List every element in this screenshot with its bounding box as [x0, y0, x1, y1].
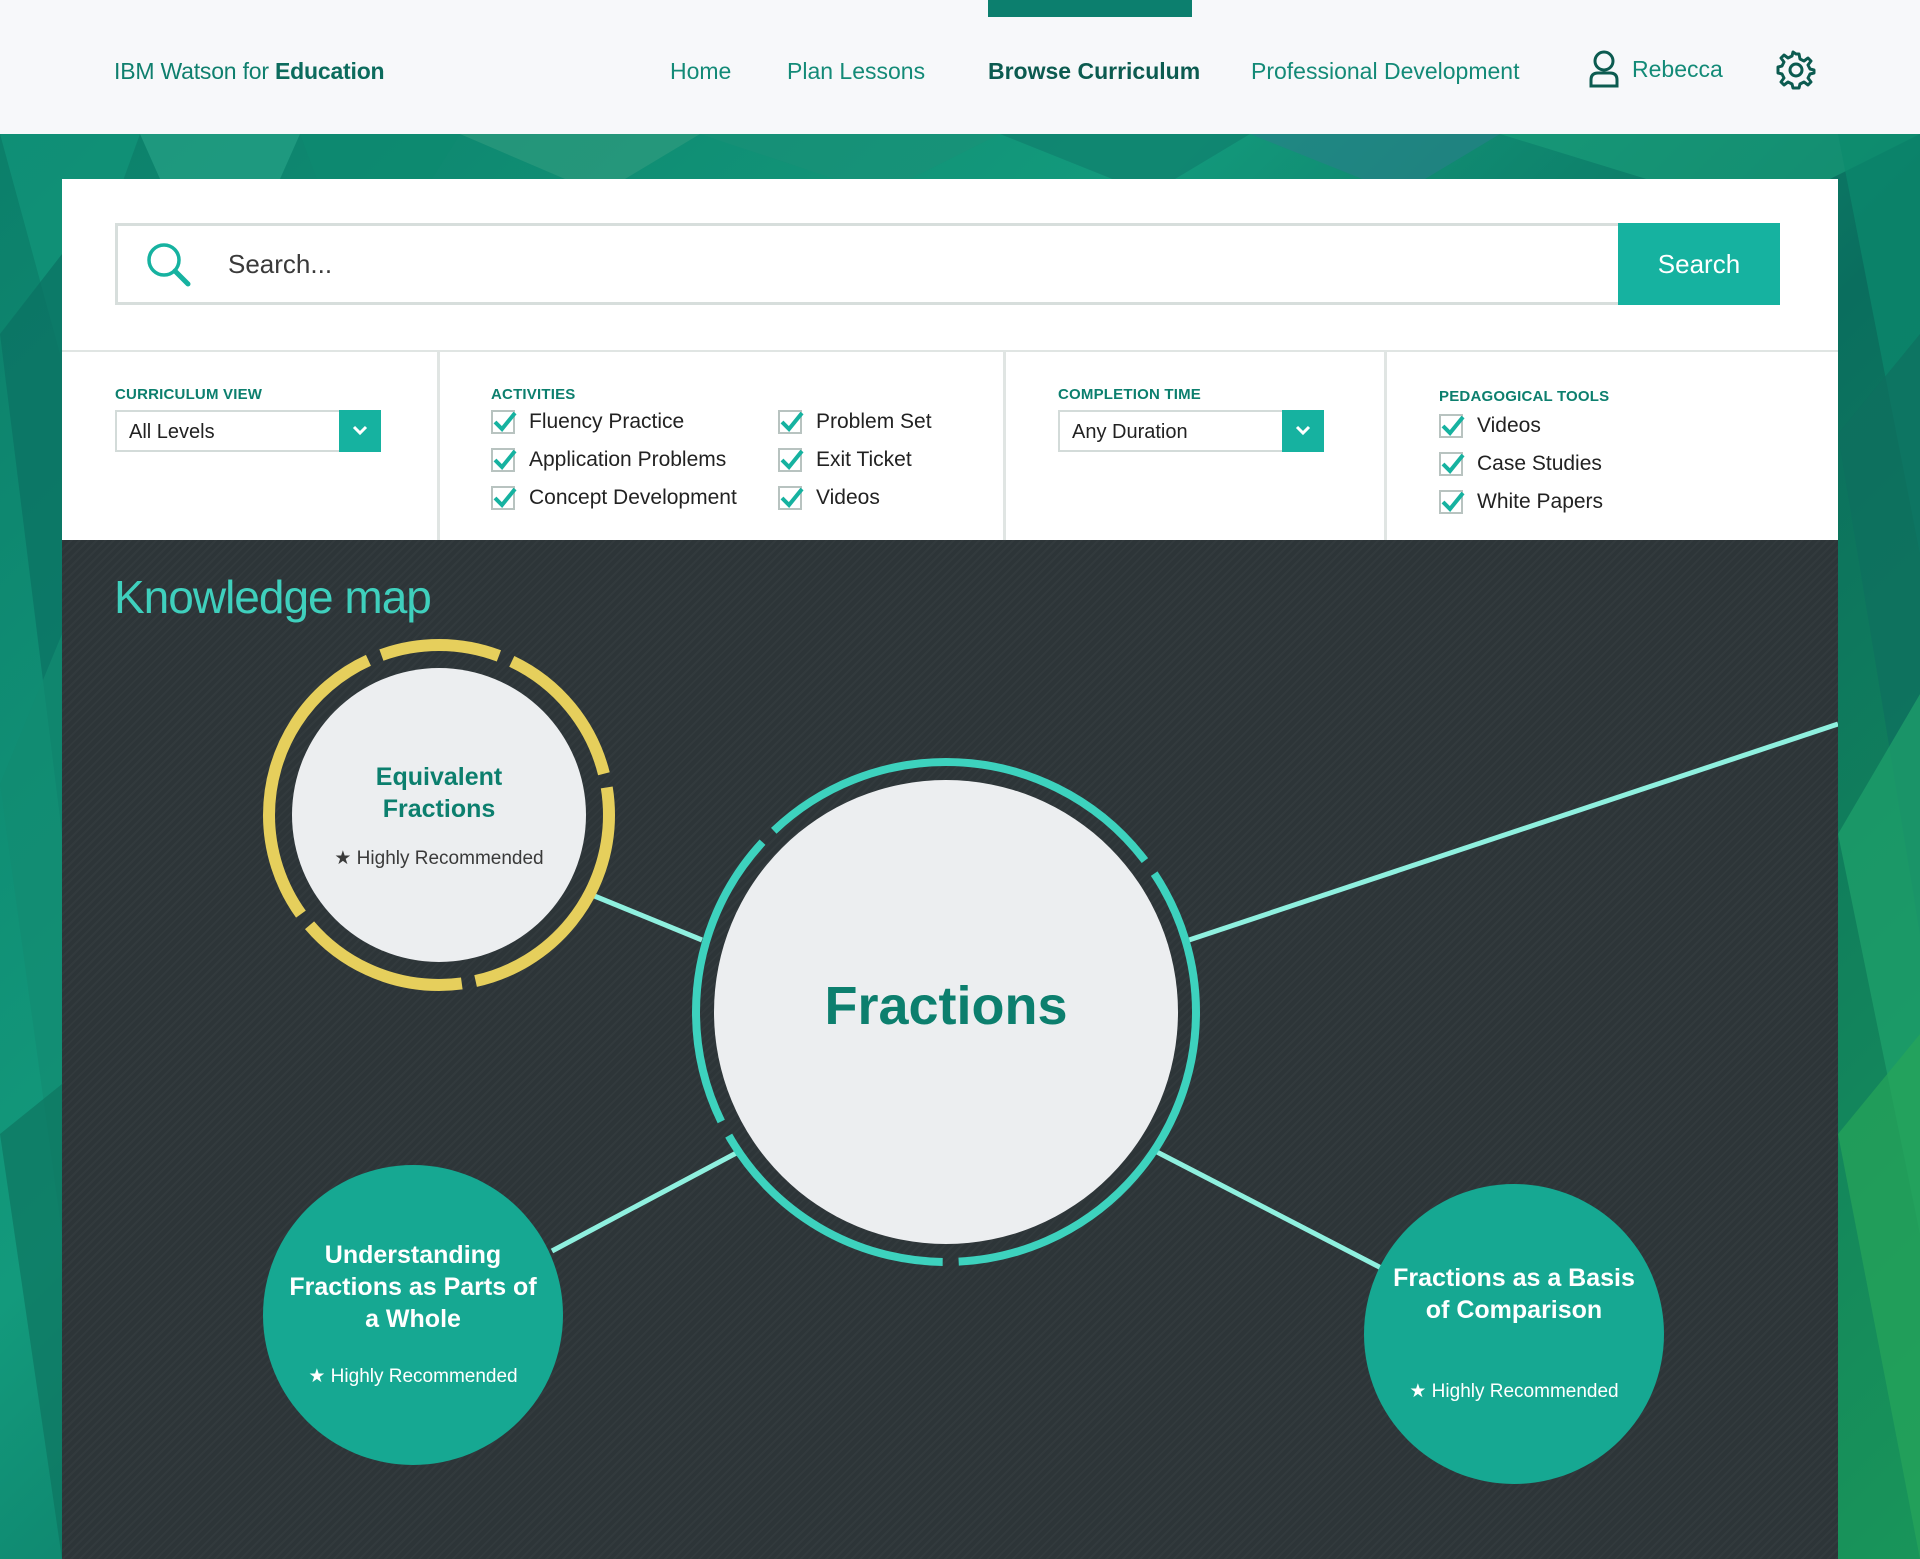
- checkbox-label: Problem Set: [816, 410, 932, 433]
- node-center-title: Fractions: [824, 976, 1068, 1036]
- node-equivalent-badge: ★ Highly Recommended: [334, 848, 544, 869]
- checkbox-case-studies[interactable]: Case Studies: [1439, 452, 1602, 476]
- checkbox-fluency-practice[interactable]: Fluency Practice: [491, 410, 684, 434]
- filters-panel: CURRICULUM VIEW All Levels ACTIVITIES Fl…: [62, 350, 1838, 542]
- checkbox[interactable]: [491, 448, 517, 472]
- nav-browse-curriculum[interactable]: Browse Curriculum: [988, 58, 1201, 84]
- filter-divider: [1003, 352, 1006, 542]
- checkbox[interactable]: [778, 486, 804, 510]
- node-parts-of-whole-title: Understanding Fractions as Parts of a Wh…: [289, 1241, 537, 1333]
- knowledge-map: Knowledge map: [62, 540, 1838, 1559]
- checkbox[interactable]: [491, 486, 517, 510]
- checkbox-application-problems[interactable]: Application Problems: [491, 448, 726, 472]
- checkbox-label: Videos: [816, 486, 880, 509]
- checkbox-label: Application Problems: [529, 448, 727, 471]
- checkbox[interactable]: [1439, 414, 1465, 438]
- checkbox-label: White Papers: [1477, 490, 1604, 513]
- checkbox[interactable]: [491, 410, 517, 434]
- user-menu[interactable]: Rebecca: [1588, 50, 1723, 88]
- checkbox-videos-activity[interactable]: Videos: [778, 486, 880, 510]
- checkbox-videos-tool[interactable]: Videos: [1439, 414, 1541, 438]
- filter-divider: [437, 352, 440, 542]
- main-card: Search CURRICULUM VIEW All Levels ACTIVI…: [62, 179, 1838, 1559]
- gear-icon[interactable]: [1776, 50, 1816, 90]
- brand-strong: Education: [275, 58, 385, 84]
- curriculum-view-select[interactable]: All Levels: [115, 410, 381, 452]
- connector-equivalent: [591, 892, 703, 943]
- node-parts-of-whole[interactable]: [263, 1165, 563, 1465]
- node-parts-of-whole-badge: ★ Highly Recommended: [308, 1366, 518, 1387]
- completion-time-value: Any Duration: [1072, 421, 1188, 443]
- curriculum-view-value: All Levels: [129, 421, 215, 443]
- checkbox-label: Exit Ticket: [816, 448, 912, 471]
- checkbox-exit-ticket[interactable]: Exit Ticket: [778, 448, 912, 472]
- user-icon: [1589, 50, 1619, 88]
- curriculum-view-label: CURRICULUM VIEW: [115, 386, 263, 403]
- knowledge-map-title: Knowledge map: [114, 571, 432, 623]
- checkbox-concept-development[interactable]: Concept Development: [491, 486, 737, 510]
- active-nav-indicator: [988, 0, 1192, 17]
- top-navigation-bar: IBM Watson for Education Home Plan Lesso…: [0, 0, 1920, 134]
- node-comparison-title: Fractions as a Basis of Comparison: [1393, 1264, 1635, 1324]
- knowledge-map-graph: [263, 639, 1838, 1484]
- node-comparison-badge: ★ Highly Recommended: [1409, 1381, 1619, 1402]
- connector-lines: [550, 721, 1838, 1274]
- checkbox-label: Concept Development: [529, 486, 737, 509]
- checkbox[interactable]: [1439, 452, 1465, 476]
- search-bar: Search: [115, 223, 1780, 305]
- connector-parts-of-whole: [550, 1147, 744, 1254]
- brand-logo[interactable]: IBM Watson for Education: [114, 58, 385, 85]
- node-equivalent-fractions[interactable]: [263, 639, 615, 991]
- search-button[interactable]: Search: [1618, 223, 1780, 305]
- completion-time-label: COMPLETION TIME: [1058, 386, 1201, 403]
- user-name: Rebecca: [1632, 55, 1723, 82]
- search-icon: [147, 243, 191, 287]
- checkbox[interactable]: [778, 448, 804, 472]
- search-input[interactable]: [228, 240, 1588, 288]
- nav-home[interactable]: Home: [670, 58, 732, 84]
- brand-prefix: IBM Watson for: [114, 58, 276, 84]
- node-comparison[interactable]: [1364, 1184, 1664, 1484]
- pedagogical-tools-label: PEDAGOGICAL TOOLS: [1439, 388, 1610, 405]
- nav-plan-lessons[interactable]: Plan Lessons: [787, 58, 926, 84]
- checkbox-problem-set[interactable]: Problem Set: [778, 410, 932, 434]
- node-equivalent-title: Equivalent Fractions: [375, 763, 503, 823]
- filter-divider: [1384, 352, 1387, 542]
- checkbox-label: Videos: [1477, 414, 1541, 437]
- checkbox[interactable]: [778, 410, 804, 434]
- connector-comparison: [1155, 1149, 1389, 1274]
- chevron-down-icon[interactable]: [1282, 410, 1324, 452]
- chevron-down-icon[interactable]: [339, 410, 381, 452]
- activities-label: ACTIVITIES: [491, 386, 576, 403]
- checkbox[interactable]: [1439, 490, 1465, 514]
- nav-professional-development[interactable]: Professional Development: [1251, 58, 1520, 84]
- node-fractions-center[interactable]: [692, 758, 1200, 1266]
- checkbox-label: Case Studies: [1477, 452, 1602, 475]
- completion-time-select[interactable]: Any Duration: [1058, 410, 1324, 452]
- checkbox-label: Fluency Practice: [529, 410, 685, 433]
- connector-offscreen: [1185, 721, 1838, 944]
- checkbox-white-papers[interactable]: White Papers: [1439, 490, 1603, 514]
